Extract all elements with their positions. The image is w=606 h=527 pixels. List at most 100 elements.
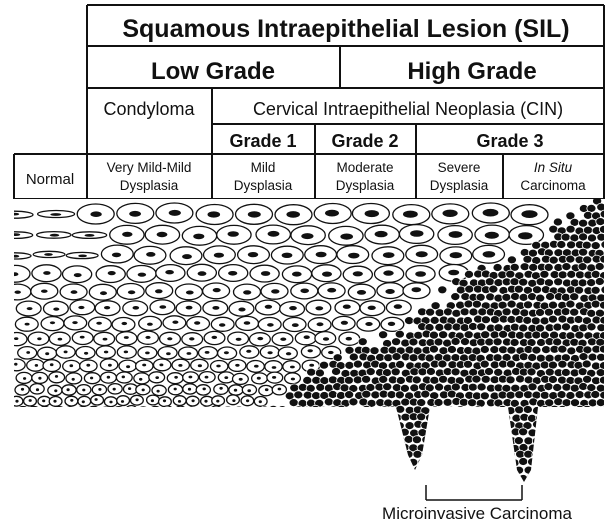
dysplastic-cell — [553, 338, 562, 346]
cell-nucleus — [55, 375, 58, 378]
cell-nucleus — [74, 273, 82, 277]
dysplastic-cell — [469, 443, 478, 451]
epithelial-cell — [17, 407, 28, 416]
cell-nucleus — [212, 306, 219, 310]
dysplastic-cell — [549, 481, 558, 489]
dysplastic-cell — [265, 460, 274, 468]
cell-nucleus — [133, 306, 140, 310]
dysplastic-cell — [378, 451, 387, 459]
cell-nucleus — [82, 400, 85, 403]
dysplastic-cell — [435, 443, 444, 451]
cell-nucleus — [139, 378, 142, 381]
dysplastic-cell — [502, 308, 511, 316]
dysplastic-cell — [391, 368, 400, 376]
dysplastic-cell — [243, 482, 252, 490]
cell-nucleus — [54, 389, 57, 392]
cell-nucleus — [261, 271, 270, 276]
cell-nucleus — [104, 351, 108, 354]
dysplastic-cell — [587, 338, 596, 346]
cell-nucleus — [412, 287, 422, 292]
cell-nucleus — [42, 400, 45, 403]
cell-nucleus — [122, 322, 128, 325]
dysplastic-cell — [340, 474, 349, 482]
dysplastic-cell — [393, 414, 402, 422]
dysplastic-cell — [371, 481, 380, 489]
dysplastic-cell — [294, 391, 303, 399]
dysplastic-cell — [265, 429, 274, 437]
dysplastic-cell — [315, 459, 324, 467]
dysplastic-cell — [565, 436, 574, 444]
dysplastic-cell — [574, 316, 583, 324]
dysplastic-cell — [464, 300, 473, 308]
dysplastic-cell — [595, 263, 604, 271]
dysplastic-cell — [451, 474, 460, 482]
dysplastic-cell — [242, 421, 251, 429]
cell-nucleus — [44, 253, 53, 256]
dysplastic-cell — [384, 354, 393, 362]
dysplastic-cell — [421, 421, 430, 429]
cell-nucleus — [205, 376, 209, 379]
dysplastic-cell — [412, 376, 421, 384]
epithelial-cell — [113, 407, 124, 416]
dysplastic-cell — [579, 383, 588, 391]
dysplastic-cell — [323, 443, 332, 451]
dysplastic-cell — [294, 420, 303, 428]
dysplastic-cell — [490, 421, 499, 429]
cell-nucleus — [246, 399, 249, 402]
dysplastic-cell — [584, 482, 593, 490]
dysplastic-cell — [366, 368, 375, 376]
dysplastic-cell — [460, 443, 469, 451]
dysplastic-cell — [273, 413, 282, 421]
cell-nucleus — [58, 338, 63, 341]
dysplastic-cell — [299, 444, 308, 452]
cell-nucleus — [53, 308, 59, 311]
dysplastic-cell — [430, 406, 439, 414]
cell-nucleus — [198, 271, 207, 276]
dysplastic-cell — [310, 481, 319, 489]
dysplastic-cell — [506, 421, 515, 429]
dysplastic-cell — [303, 391, 312, 399]
dysplastic-cell — [179, 444, 188, 452]
dysplastic-cell — [583, 467, 592, 475]
dysplastic-cell — [567, 347, 576, 355]
dysplastic-cell — [548, 450, 557, 458]
dysplastic-cell — [459, 398, 468, 406]
dysplastic-cell — [561, 308, 570, 316]
dysplastic-cell — [558, 360, 567, 368]
cell-nucleus — [353, 271, 363, 276]
dysplastic-cell — [303, 435, 312, 443]
cell-nucleus — [383, 252, 395, 258]
cell-nucleus — [172, 321, 178, 324]
dysplastic-cell — [414, 466, 423, 474]
cell-nucleus — [203, 410, 206, 413]
dysplastic-cell — [332, 443, 341, 451]
cell-nucleus — [375, 231, 388, 237]
dysplastic-cell — [596, 369, 605, 377]
dysplastic-cell — [388, 480, 397, 488]
cell-nucleus — [189, 337, 194, 340]
dysplastic-cell — [536, 414, 545, 422]
cell-nucleus — [126, 365, 130, 368]
dysplastic-cell — [575, 391, 584, 399]
dysplastic-cell — [272, 458, 281, 466]
cell-nucleus — [304, 335, 310, 339]
dysplastic-cell — [290, 444, 299, 452]
cell-nucleus — [272, 366, 277, 369]
dysplastic-cell — [567, 241, 576, 249]
dysplastic-cell — [336, 436, 345, 444]
dysplastic-cell — [600, 406, 606, 414]
cell-nucleus — [198, 364, 202, 367]
cell-nucleus — [15, 400, 18, 403]
dysplastic-cell — [460, 473, 469, 481]
dysplastic-cell — [366, 414, 375, 422]
cell-nucleus — [280, 338, 286, 341]
dysplastic-cell — [435, 323, 444, 331]
cell-nucleus — [146, 252, 155, 257]
dysplastic-cell — [417, 413, 426, 421]
dysplastic-cell — [601, 241, 606, 249]
dysplastic-cell — [281, 459, 290, 467]
dysplastic-cell — [414, 481, 423, 489]
dysplastic-cell — [401, 413, 410, 421]
dysplastic-cell — [549, 435, 558, 443]
dysplastic-cell — [294, 466, 303, 474]
